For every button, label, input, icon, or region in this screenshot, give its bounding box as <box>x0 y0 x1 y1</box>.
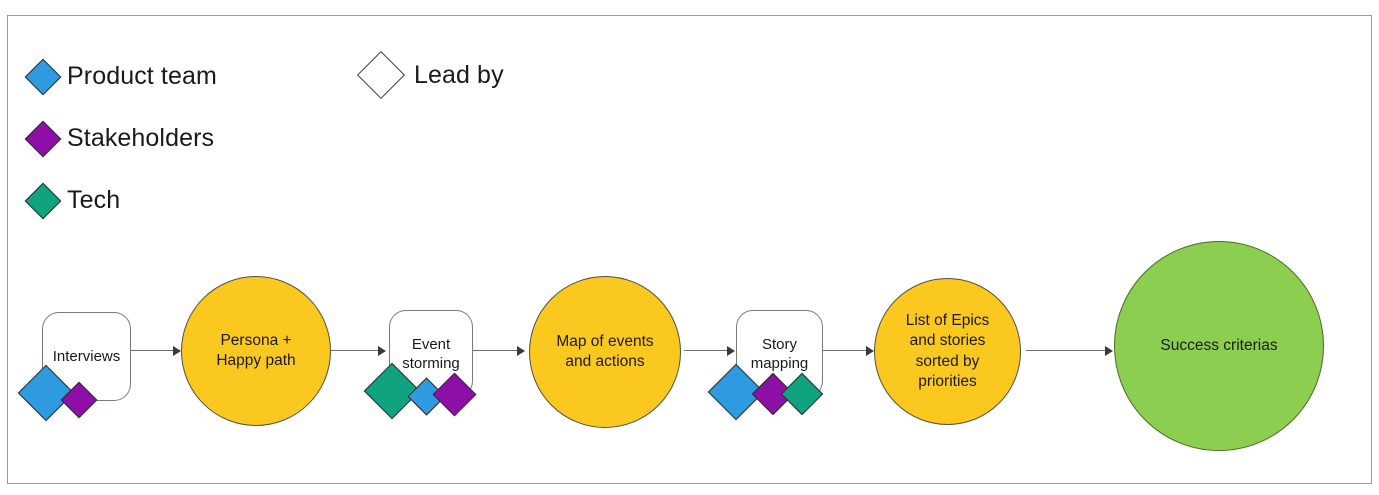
lead-by-diamond-outline-icon <box>356 50 406 100</box>
node-event-storming-label: Event storming <box>396 335 466 373</box>
arrowhead-story-mapping-to-epics <box>866 346 874 356</box>
arrowhead-persona-to-event-storming <box>378 346 386 356</box>
legend-label-product-team: Product team <box>67 62 217 90</box>
node-interviews-label: Interviews <box>52 347 121 365</box>
tech-diamond-icon <box>24 182 62 219</box>
legend-item-stakeholders: Stakeholders <box>24 120 215 157</box>
connector-event-storming-to-map <box>472 350 520 352</box>
node-persona-happy-path-line1: Persona + <box>220 331 292 349</box>
arrowhead-event-storming-to-map <box>517 346 525 356</box>
node-persona-happy-path-line2: Happy path <box>216 352 296 369</box>
node-event-storming-line1: Event <box>411 335 451 353</box>
connector-map-to-story-mapping <box>684 350 730 352</box>
node-story-mapping-label: Story mapping <box>745 335 815 373</box>
node-success-criterias[interactable]: Success criterias <box>1114 241 1324 451</box>
legend-label-tech: Tech <box>67 186 121 214</box>
connector-persona-to-event-storming <box>331 350 381 352</box>
stakeholders-diamond-icon <box>24 120 62 157</box>
connector-epics-to-success <box>1026 350 1108 352</box>
node-success-criterias-label: Success criterias <box>1160 336 1278 354</box>
node-map-of-events-line1: Map of events <box>556 332 654 350</box>
node-list-of-epics-label: List of Epics and stories sorted by prio… <box>900 311 996 392</box>
arrowhead-map-to-story-mapping <box>727 346 735 356</box>
node-list-of-epics-line2: and stories <box>909 332 986 350</box>
legend-label-stakeholders: Stakeholders <box>67 124 215 152</box>
node-list-of-epics-line4: priorities <box>918 372 977 390</box>
node-event-storming-line2: storming <box>402 355 460 372</box>
node-list-of-epics-line3: sorted by <box>915 352 980 370</box>
node-map-of-events-and-actions[interactable]: Map of events and actions <box>529 276 681 428</box>
legend-item-lead-by: Lead by <box>356 50 504 100</box>
node-persona-happy-path-label: Persona + Happy path <box>210 331 301 371</box>
node-list-of-epics[interactable]: List of Epics and stories sorted by prio… <box>874 278 1021 425</box>
legend-item-tech: Tech <box>24 182 121 219</box>
node-map-of-events-line2: and actions <box>565 353 645 370</box>
node-story-mapping-line2: mapping <box>750 355 809 372</box>
node-story-mapping-line1: Story <box>761 335 797 353</box>
node-map-of-events-and-actions-label: Map of events and actions <box>550 332 659 372</box>
node-persona-happy-path[interactable]: Persona + Happy path <box>181 276 331 426</box>
connector-story-mapping-to-epics <box>823 350 871 352</box>
legend-item-product-team: Product team <box>24 58 217 95</box>
node-list-of-epics-line1: List of Epics <box>905 312 990 330</box>
legend-label-lead-by: Lead by <box>414 60 504 89</box>
connector-interviews-to-persona <box>131 350 179 352</box>
arrowhead-epics-to-success <box>1105 346 1113 356</box>
diagram-frame: Product team Stakeholders Tech Lead by <box>7 15 1372 484</box>
product-team-diamond-icon <box>24 58 62 95</box>
arrowhead-interviews-to-persona <box>173 346 181 356</box>
